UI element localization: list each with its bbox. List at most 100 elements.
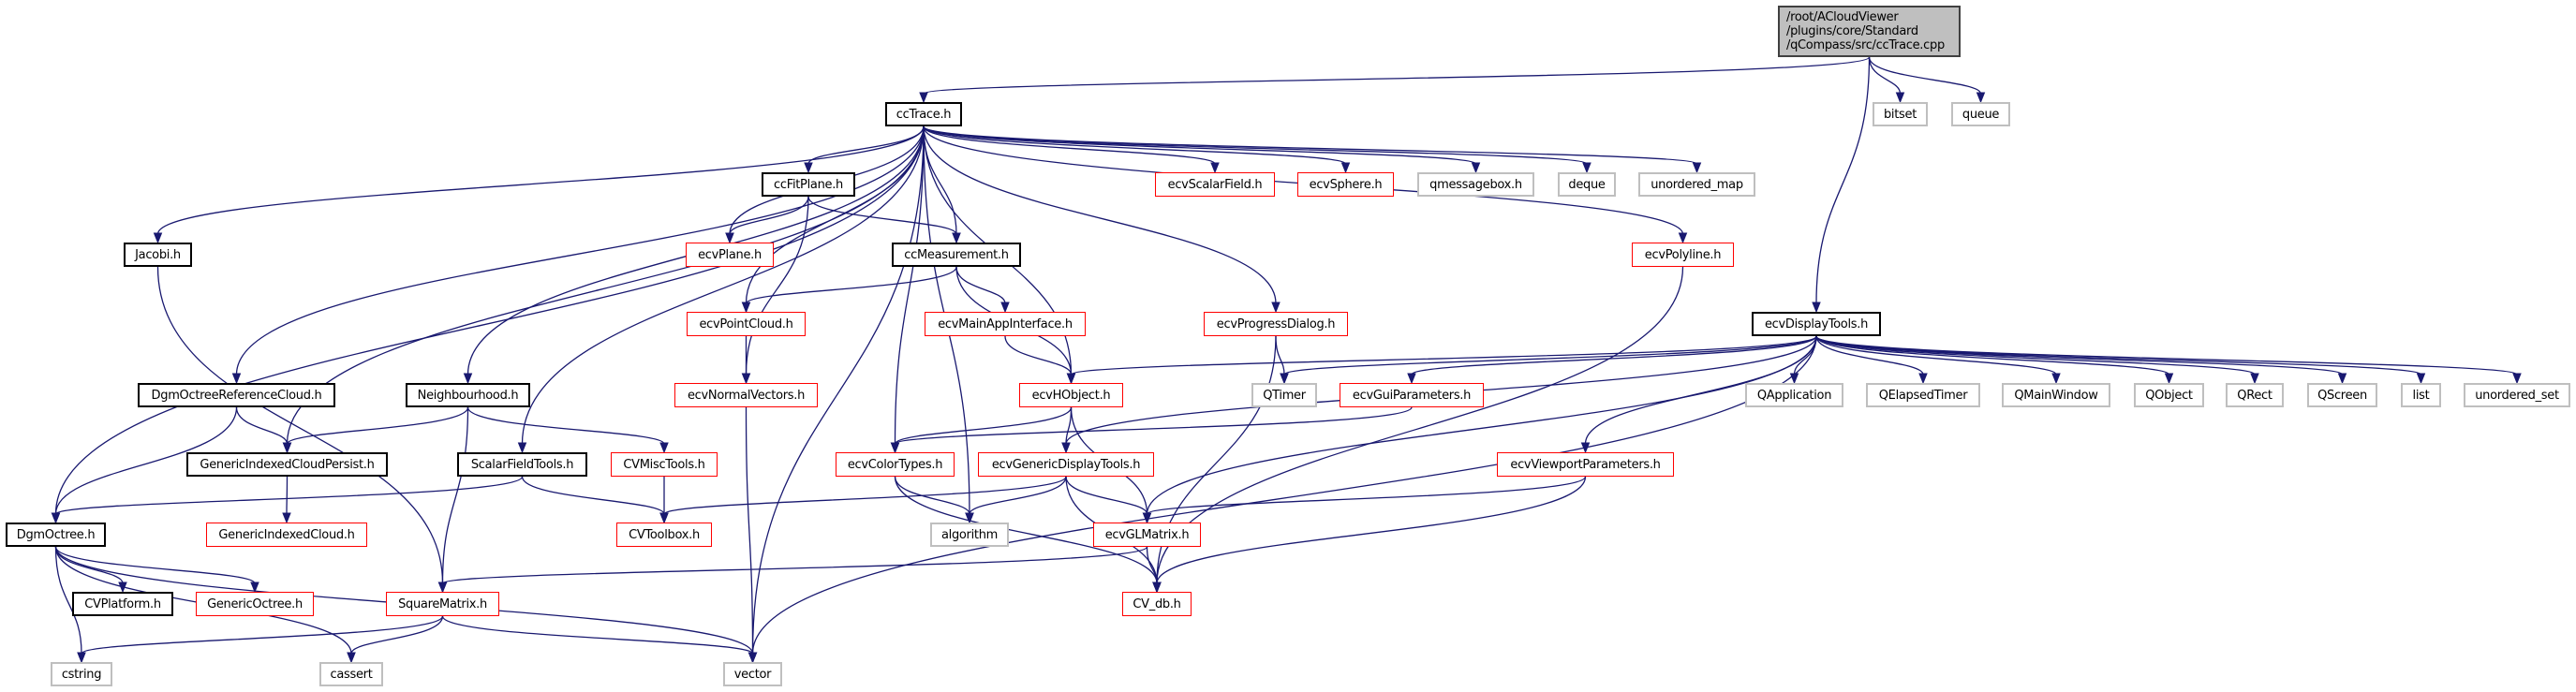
arrowhead-icon <box>463 373 473 385</box>
edge-dgmoctreereferencecloud-to-dgmoctree <box>54 406 238 515</box>
arrowhead-icon <box>952 232 961 244</box>
arrowhead-icon <box>1066 373 1076 385</box>
arrowhead-icon <box>1061 442 1071 454</box>
node-root[interactable]: /root/ACloudViewer /plugins/core/Standar… <box>1778 6 1961 57</box>
node-qelapsedtimer[interactable]: QElapsedTimer <box>1866 383 1980 407</box>
node-ecvsphere[interactable]: ecvSphere.h <box>1297 172 1394 197</box>
node-unordered_map[interactable]: unordered_map <box>1638 172 1755 197</box>
node-ecvpointcloud[interactable]: ecvPointCloud.h <box>687 312 806 336</box>
edge-cctrace-to-jacobi <box>156 125 925 235</box>
node-qtimer[interactable]: QTimer <box>1251 383 1317 407</box>
node-ccmeasurement[interactable]: ccMeasurement.h <box>892 243 1021 267</box>
edge-squarematrix-to-cstring <box>81 615 444 655</box>
node-ecvhobject[interactable]: ecvHObject.h <box>1019 383 1123 407</box>
arrowhead-icon <box>2250 373 2259 385</box>
node-ecvmainappinterface[interactable]: ecvMainAppInterface.h <box>925 312 1086 336</box>
arrowhead-icon <box>153 232 163 244</box>
node-ecvguiparameters[interactable]: ecvGuiParameters.h <box>1340 383 1484 407</box>
node-cstring[interactable]: cstring <box>51 662 112 686</box>
arrowhead-icon <box>1210 162 1220 174</box>
edge-ccfitplane-to-ccmeasurement <box>807 196 957 235</box>
edge-squarematrix-to-cassert <box>350 615 444 655</box>
node-ecvscalarfield[interactable]: ecvScalarField.h <box>1155 172 1275 197</box>
node-deque[interactable]: deque <box>1558 172 1616 197</box>
edge-ecvguiparameters-to-ecvcolortypes <box>894 406 1413 445</box>
node-ecvdisplaytools[interactable]: ecvDisplayTools.h <box>1752 312 1881 336</box>
node-ecvglmatrix[interactable]: ecvGLMatrix.h <box>1093 523 1201 547</box>
node-cvtoolbox[interactable]: CVToolbox.h <box>616 523 712 547</box>
arrowhead-icon <box>437 582 448 594</box>
node-squarematrix[interactable]: SquareMatrix.h <box>386 592 499 616</box>
node-ecvpolyline[interactable]: ecvPolyline.h <box>1632 243 1734 267</box>
node-ecvviewportparameters[interactable]: ecvViewportParameters.h <box>1497 452 1674 477</box>
node-vector[interactable]: vector <box>723 662 782 686</box>
arrowhead-icon <box>2416 373 2426 385</box>
arrowhead-icon <box>725 232 734 244</box>
node-ecvgenericdisplaytools[interactable]: ecvGenericDisplayTools.h <box>978 452 1154 477</box>
edge-root-to-bitset <box>1868 56 1902 95</box>
edge-ecvdisplaytools-to-qapplication <box>1793 335 1817 375</box>
arrowhead-icon <box>741 373 751 385</box>
node-queue[interactable]: queue <box>1951 102 2010 126</box>
arrowhead-icon <box>77 652 86 664</box>
node-genericindexedcloud[interactable]: GenericIndexedCloud.h <box>206 523 367 547</box>
arrowhead-icon <box>1918 373 1928 385</box>
edge-cctrace-to-vector <box>751 125 925 655</box>
edge-dgmoctree-to-genericoctree <box>54 546 256 584</box>
node-cv_db[interactable]: CV_db.h <box>1122 592 1192 616</box>
node-qmainwindow[interactable]: QMainWindow <box>2002 383 2110 407</box>
node-ecvplane[interactable]: ecvPlane.h <box>686 243 774 267</box>
node-unordered_set[interactable]: unordered_set <box>2464 383 2570 407</box>
edge-root-to-queue <box>1868 56 1982 95</box>
node-qscreen[interactable]: QScreen <box>2307 383 2377 407</box>
arrowhead-icon <box>1152 582 1162 594</box>
node-qapplication[interactable]: QApplication <box>1745 383 1843 407</box>
node-ecvcolortypes[interactable]: ecvColorTypes.h <box>836 452 955 477</box>
edge-scalarfieldtools-to-cvtoolbox <box>521 476 665 515</box>
edge-ecvdisplaytools-to-ecvguiparameters <box>1411 335 1817 375</box>
edge-cctrace-to-ecvcolortypes <box>894 125 925 445</box>
edge-cctrace-to-unordered_map <box>923 125 1698 165</box>
node-algorithm[interactable]: algorithm <box>930 523 1009 547</box>
edge-jacobi-to-squarematrix <box>156 266 444 584</box>
edge-dgmoctreereferencecloud-to-genericindexedcloudpersist <box>235 406 289 445</box>
edge-scalarfieldtools-to-dgmoctree <box>54 476 524 515</box>
node-jacobi[interactable]: Jacobi.h <box>124 243 192 267</box>
node-qmessagebox[interactable]: qmessagebox.h <box>1417 172 1534 197</box>
node-qrect[interactable]: QRect <box>2226 383 2284 407</box>
arrowhead-icon <box>51 512 61 524</box>
node-list[interactable]: list <box>2401 383 2441 407</box>
edge-squarematrix-to-vector <box>441 615 754 655</box>
node-genericoctree[interactable]: GenericOctree.h <box>196 592 314 616</box>
arrowhead-icon <box>1407 373 1416 385</box>
arrowhead-icon <box>804 162 813 174</box>
node-cassert[interactable]: cassert <box>319 662 383 686</box>
node-ecvprogressdialog[interactable]: ecvProgressDialog.h <box>1204 312 1348 336</box>
node-scalarfieldtools[interactable]: ScalarFieldTools.h <box>457 452 587 477</box>
node-dgmoctree[interactable]: DgmOctree.h <box>6 523 106 547</box>
node-ecvnormalvectors[interactable]: ecvNormalVectors.h <box>674 383 818 407</box>
node-dgmoctreereferencecloud[interactable]: DgmOctreeReferenceCloud.h <box>138 383 335 407</box>
arrowhead-icon <box>2337 373 2347 385</box>
node-cvplatform[interactable]: CVPlatform.h <box>72 592 173 616</box>
node-cctrace[interactable]: ccTrace.h <box>885 102 962 126</box>
edge-ccfitplane-to-ecvnormalvectors <box>745 196 809 375</box>
node-neighbourhood[interactable]: Neighbourhood.h <box>406 383 530 407</box>
edge-genericindexedcloudpersist-to-genericindexedcloud <box>286 476 289 515</box>
arrowhead-icon <box>965 512 974 524</box>
edge-neighbourhood-to-squarematrix <box>441 406 469 584</box>
edge-cctrace-to-deque <box>923 125 1588 165</box>
node-cvmisctools[interactable]: CVMiscTools.h <box>611 452 718 477</box>
edge-dgmoctree-to-cvplatform <box>54 546 124 584</box>
node-bitset[interactable]: bitset <box>1873 102 1928 126</box>
edge-cctrace-to-scalarfieldtools <box>521 125 925 445</box>
node-ccfitplane[interactable]: ccFitPlane.h <box>762 172 855 197</box>
node-qobject[interactable]: QObject <box>2134 383 2204 407</box>
edge-ecvhobject-to-ecvcolortypes <box>894 406 1073 445</box>
arrowhead-icon <box>2512 373 2522 385</box>
node-genericindexedcloudpersist[interactable]: GenericIndexedCloudPersist.h <box>186 452 388 477</box>
arrowhead-icon <box>1340 162 1351 174</box>
arrowhead-icon <box>1895 92 1905 104</box>
edge-cctrace-to-ecvpointcloud <box>745 125 925 304</box>
edge-cctrace-to-ccmeasurement <box>923 125 957 235</box>
